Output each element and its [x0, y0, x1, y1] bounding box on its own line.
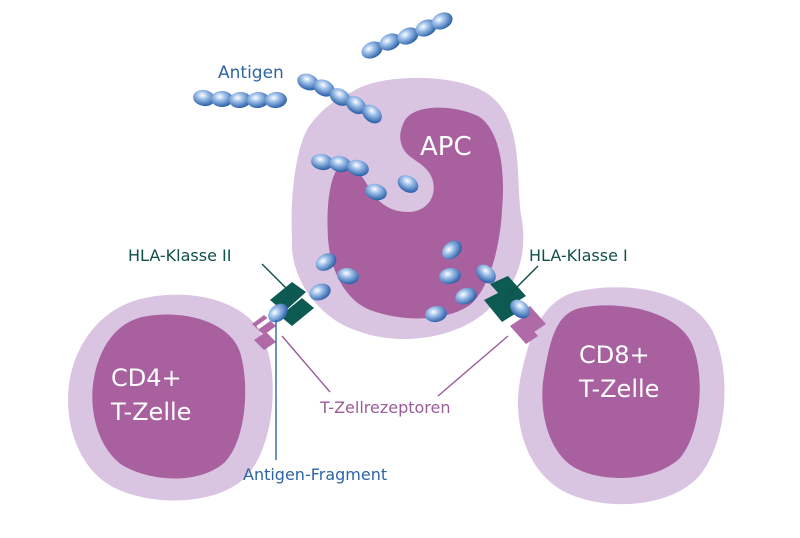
- antigen-bead: [425, 305, 447, 323]
- antigen-bead: [397, 175, 419, 193]
- cd4-nucleus: [92, 314, 246, 479]
- t-cell-receptor-leader-left: [281, 335, 331, 393]
- antigen-bead: [211, 91, 233, 107]
- cd4-label-line1: CD4+: [111, 364, 182, 392]
- apc-nucleus: [327, 107, 503, 319]
- t-cell-receptors-label: T-Zellrezeptoren: [319, 398, 451, 417]
- antigen-bead: [309, 283, 331, 301]
- cd4-label-line2: T-Zelle: [110, 398, 191, 426]
- antigen-bead: [397, 27, 419, 45]
- antigen-bead: [311, 153, 333, 171]
- antigen-beads: [193, 12, 530, 323]
- antigen-bead: [415, 19, 437, 37]
- antigen-bead: [431, 12, 453, 30]
- hla-class-i-label: HLA-Klasse I: [529, 246, 628, 265]
- antigen-fragment-label: Antigen-Fragment: [243, 465, 387, 484]
- cd8-label-line2: T-Zelle: [578, 375, 659, 403]
- antigen-bead: [229, 91, 251, 109]
- antigen-bead: [361, 41, 383, 59]
- antigen-bead: [268, 303, 288, 323]
- left-t-cell-receptor: [252, 315, 276, 350]
- cd8-t-cell: [517, 287, 725, 505]
- antigen-bead: [476, 264, 496, 284]
- antigen-bead: [347, 159, 369, 177]
- t-cell-receptor-leader-right: [437, 335, 509, 397]
- antigen-bead: [297, 73, 319, 91]
- antigen-bead: [442, 240, 462, 260]
- apc-label: APC: [420, 132, 472, 162]
- cd4-t-cell: [67, 294, 273, 501]
- antigen-bead: [455, 287, 477, 305]
- antigen-bead: [379, 33, 401, 51]
- hla-class-ii-leader: [261, 263, 291, 293]
- antigen-bead: [313, 79, 335, 97]
- antigen-bead: [315, 253, 337, 271]
- antigen-bead: [510, 299, 530, 319]
- hla-class-ii-label: HLA-Klasse II: [128, 246, 231, 265]
- leader-lines: [261, 263, 539, 460]
- antigen-bead: [265, 91, 287, 109]
- antigen-bead: [193, 89, 215, 107]
- cd8-label-line1: CD8+: [579, 341, 650, 369]
- hla-class-i-leader: [507, 265, 539, 297]
- antigen-bead: [337, 267, 359, 285]
- right-t-cell-receptor: [510, 306, 546, 344]
- antigen-bead: [345, 95, 367, 115]
- antigen-bead: [329, 155, 351, 173]
- antigen-bead: [365, 183, 387, 201]
- left-receptor-complex: [252, 282, 314, 350]
- antigen-bead: [247, 91, 269, 109]
- antigen-bead: [362, 104, 382, 124]
- antigen-label: Antigen: [218, 63, 284, 83]
- cd8-nucleus: [542, 305, 700, 478]
- antigen-bead: [439, 267, 461, 285]
- left-hla-class-ii: [270, 282, 314, 326]
- antigen-bead: [329, 88, 351, 106]
